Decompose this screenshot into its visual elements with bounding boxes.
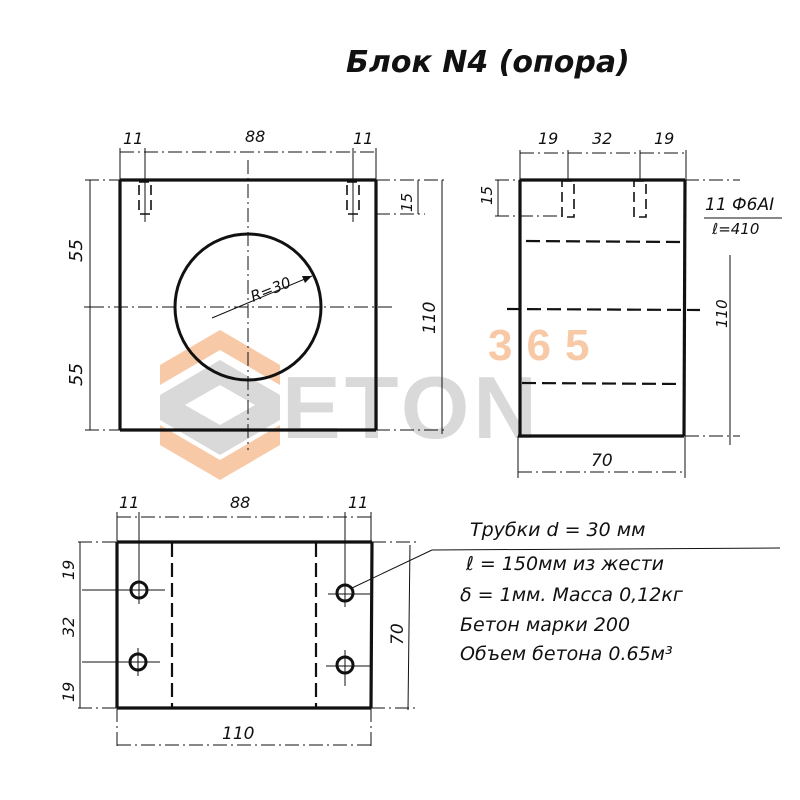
plan-view: 11 88 11 19 32 19 70 110 [59, 493, 781, 750]
plan-dim-19-top: 19 [59, 560, 78, 580]
watermark-eton: ETON [282, 358, 541, 457]
front-view: R=30 11 88 11 55 55 15 110 [66, 127, 448, 450]
plan-dim-70: 70 [388, 623, 408, 645]
watermark-365: 365 [488, 321, 603, 370]
front-dim-15: 15 [398, 193, 416, 212]
note-line-5: Объем бетона 0.65м³ [460, 643, 673, 665]
side-dim-19-right: 19 [654, 129, 674, 148]
rebar-label: 11 Ф6АI [705, 195, 774, 215]
side-dim-32: 32 [592, 129, 612, 148]
plan-dim-11-right: 11 [348, 493, 368, 512]
tube-hole-icon [124, 648, 160, 676]
tube-hole-icon [125, 576, 165, 604]
notes-block: Трубки d = 30 мм ℓ = 150мм из жести δ = … [460, 519, 684, 665]
side-view: 19 32 19 15 110 11 Ф6АI ℓ=410 70 [478, 129, 782, 478]
plan-dim-11-left: 11 [119, 493, 139, 512]
rebar-length: ℓ=410 [711, 220, 759, 238]
note-line-3: δ = 1мм. Масса 0,12кг [460, 584, 684, 606]
note-line-4: Бетон марки 200 [460, 614, 630, 636]
front-dim-11-right: 11 [353, 129, 373, 148]
front-dim-110: 110 [420, 302, 440, 334]
side-dim-15: 15 [478, 186, 496, 205]
watermark-logo-icon [160, 330, 280, 480]
note-line-2: ℓ = 150мм из жести [465, 553, 664, 575]
side-dim-19-left: 19 [538, 129, 558, 148]
plan-dim-110: 110 [222, 724, 254, 744]
front-dim-11-left: 11 [123, 129, 143, 148]
tube-hole-icon [328, 579, 370, 607]
plan-dim-88: 88 [230, 493, 250, 512]
front-dim-55-upper: 55 [66, 239, 87, 262]
plan-dim-19-bottom: 19 [59, 682, 78, 702]
watermark: 365 ETON [160, 321, 603, 480]
plan-dim-32: 32 [59, 617, 78, 637]
side-dim-110: 110 [713, 299, 731, 328]
drawing-title: Блок N4 (опора) [346, 45, 630, 80]
radius-label: R=30 [248, 273, 294, 305]
note-line-1: Трубки d = 30 мм [470, 519, 645, 541]
front-dim-55-lower: 55 [66, 363, 87, 386]
tube-hole-icon [326, 650, 370, 686]
side-dim-70: 70 [591, 451, 613, 471]
front-dim-88: 88 [245, 127, 265, 146]
